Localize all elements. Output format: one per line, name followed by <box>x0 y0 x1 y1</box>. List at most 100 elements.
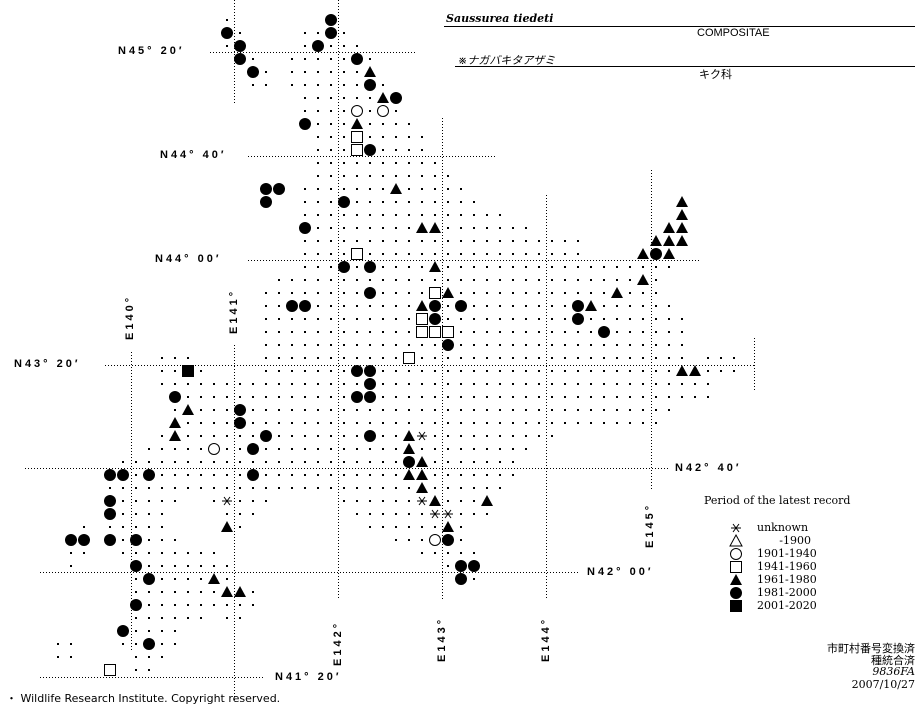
mesh-dot <box>252 396 254 398</box>
mesh-dot <box>356 383 358 385</box>
mesh-dot <box>421 552 423 554</box>
record-1961-1980 <box>221 521 233 532</box>
mesh-dot <box>564 409 566 411</box>
mesh-dot <box>603 292 605 294</box>
mesh-dot <box>343 188 345 190</box>
mesh-dot <box>473 253 475 255</box>
mesh-dot <box>174 539 176 541</box>
mesh-dot <box>369 357 371 359</box>
mesh-dot <box>460 396 462 398</box>
mesh-dot <box>551 292 553 294</box>
mesh-dot <box>512 240 514 242</box>
record-1981-2000 <box>442 339 454 351</box>
mesh-dot <box>304 331 306 333</box>
mesh-dot <box>330 370 332 372</box>
mesh-dot <box>200 435 202 437</box>
mesh-dot <box>382 188 384 190</box>
mesh-dot <box>408 539 410 541</box>
mesh-dot <box>343 58 345 60</box>
mesh-dot <box>174 357 176 359</box>
mesh-dot <box>135 656 137 658</box>
mesh-dot <box>668 409 670 411</box>
record-1981-2000 <box>572 313 584 325</box>
mesh-dot <box>187 617 189 619</box>
mesh-dot <box>551 370 553 372</box>
footer-code: 9836FA <box>872 665 915 678</box>
mesh-dot <box>460 214 462 216</box>
record-1961-1980 <box>429 222 441 233</box>
record-1961-1980 <box>416 482 428 493</box>
mesh-dot <box>590 396 592 398</box>
mesh-dot <box>486 474 488 476</box>
mesh-dot <box>317 318 319 320</box>
mesh-dot <box>278 292 280 294</box>
mesh-dot <box>239 448 241 450</box>
mesh-dot <box>447 188 449 190</box>
mesh-dot <box>135 487 137 489</box>
mesh-dot <box>278 422 280 424</box>
mesh-dot <box>252 435 254 437</box>
mesh-dot <box>395 305 397 307</box>
mesh-dot <box>187 383 189 385</box>
mesh-dot <box>278 331 280 333</box>
mesh-dot <box>382 448 384 450</box>
mesh-dot <box>434 435 436 437</box>
mesh-dot <box>382 461 384 463</box>
mesh-dot <box>512 435 514 437</box>
mesh-dot <box>408 214 410 216</box>
mesh-dot <box>512 279 514 281</box>
mesh-dot <box>265 396 267 398</box>
mesh-dot <box>148 513 150 515</box>
mesh-dot <box>603 396 605 398</box>
mesh-dot <box>330 45 332 47</box>
record-1981-2000 <box>364 144 376 156</box>
mesh-dot <box>174 448 176 450</box>
mesh-dot <box>343 136 345 138</box>
mesh-dot <box>499 396 501 398</box>
mesh-dot <box>655 357 657 359</box>
record-1981-2000 <box>286 300 298 312</box>
record-1981-2000 <box>130 560 142 572</box>
record-1981-2000 <box>442 534 454 546</box>
mesh-dot <box>486 461 488 463</box>
record-1961-1980 <box>676 235 688 246</box>
mesh-dot <box>525 253 527 255</box>
mesh-dot <box>252 383 254 385</box>
mesh-dot <box>369 474 371 476</box>
mesh-dot <box>447 253 449 255</box>
mesh-dot <box>291 344 293 346</box>
record-1981-2000 <box>221 27 233 39</box>
record-1961-1980 <box>689 365 701 376</box>
mesh-dot <box>226 45 228 47</box>
mesh-dot <box>304 474 306 476</box>
mesh-dot <box>304 357 306 359</box>
mesh-dot <box>265 344 267 346</box>
mesh-dot <box>291 292 293 294</box>
mesh-dot <box>135 526 137 528</box>
mesh-dot <box>421 253 423 255</box>
mesh-dot <box>564 318 566 320</box>
mesh-dot <box>551 396 553 398</box>
mesh-dot <box>317 435 319 437</box>
record-1961-1980 <box>676 209 688 220</box>
mesh-dot <box>642 396 644 398</box>
mesh-dot <box>499 448 501 450</box>
record-1981-2000 <box>104 534 116 546</box>
mesh-dot <box>616 279 618 281</box>
record-1981-2000 <box>104 469 116 481</box>
mesh-dot <box>408 344 410 346</box>
mesh-dot <box>148 552 150 554</box>
mesh-dot <box>304 71 306 73</box>
mesh-dot <box>330 422 332 424</box>
mesh-dot <box>369 214 371 216</box>
mesh-dot <box>356 97 358 99</box>
mesh-dot <box>226 422 228 424</box>
mesh-dot <box>629 331 631 333</box>
record-1961-1980 <box>182 404 194 415</box>
record-1981-2000 <box>104 508 116 520</box>
mesh-dot <box>525 344 527 346</box>
mesh-dot <box>57 656 59 658</box>
mesh-dot <box>343 487 345 489</box>
mesh-dot <box>525 331 527 333</box>
lon-label-142: E142° <box>332 620 344 666</box>
